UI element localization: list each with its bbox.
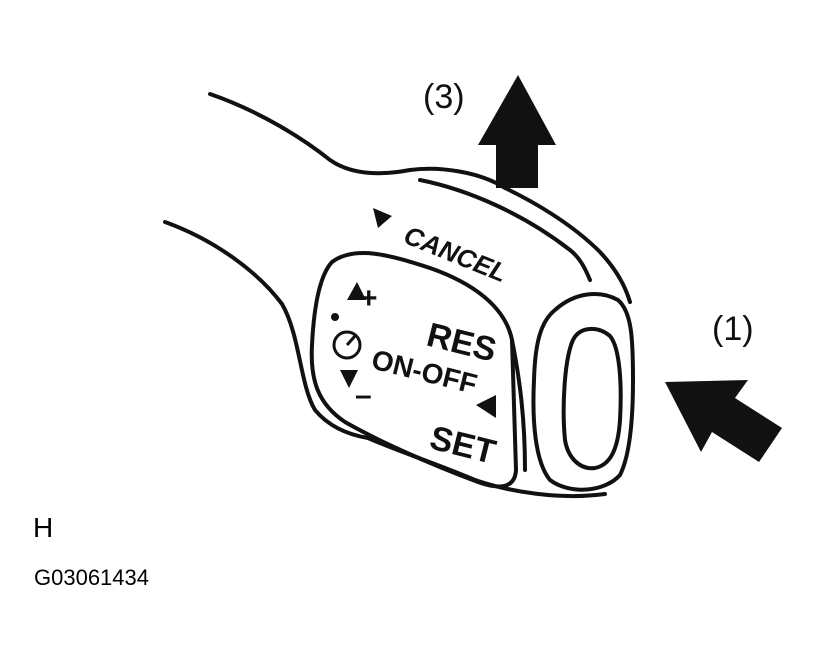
end-button-outer bbox=[531, 292, 635, 492]
down-triangle-icon bbox=[340, 370, 358, 388]
switch-panel-inner-edge bbox=[510, 338, 527, 472]
end-button bbox=[531, 292, 635, 492]
up-arrow-icon bbox=[478, 75, 556, 188]
switch-body-top bbox=[503, 186, 632, 304]
switch-body-ridge bbox=[418, 178, 592, 282]
cancel-triangle-icon bbox=[373, 208, 392, 228]
stalk-upper-edge bbox=[208, 92, 507, 190]
lever-stalk bbox=[163, 92, 632, 499]
push-arrow-icon bbox=[665, 380, 782, 462]
callout-label-3: (3) bbox=[423, 78, 465, 116]
switch-panel bbox=[309, 251, 518, 489]
minus-text: – bbox=[355, 379, 372, 412]
end-button-inner bbox=[561, 327, 623, 471]
callout-label-1: (1) bbox=[712, 310, 754, 348]
stalk-lower-edge bbox=[163, 220, 370, 440]
caption-letter: H bbox=[33, 512, 54, 543]
up-triangle-icon bbox=[347, 282, 366, 300]
left-triangle-icon bbox=[476, 395, 496, 418]
speedometer-icon bbox=[331, 313, 362, 360]
switch-legends: CANCEL + RES ON-OFF – SET bbox=[331, 208, 511, 472]
plus-text: + bbox=[360, 282, 378, 315]
figure-code: G03061434 bbox=[34, 565, 149, 590]
